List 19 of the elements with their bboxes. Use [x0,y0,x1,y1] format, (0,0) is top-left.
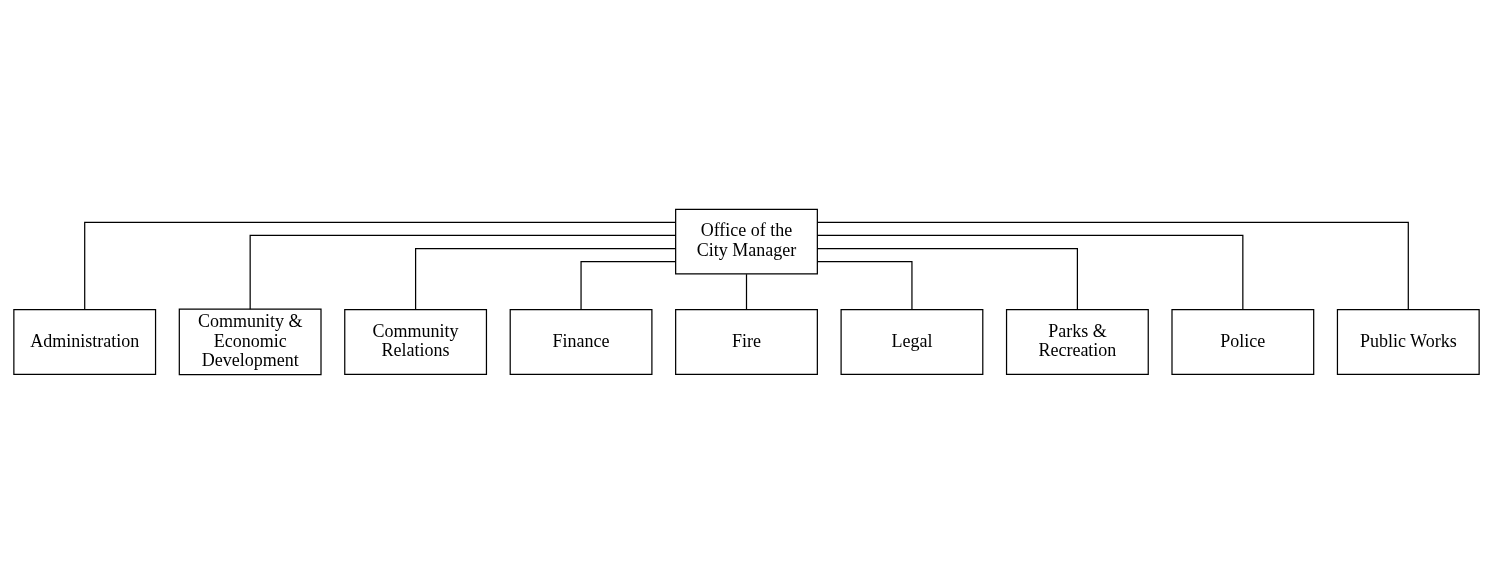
connector [817,221,1409,310]
node-box: Parks & Recreation [1005,308,1149,375]
connector [580,260,677,310]
connector [745,273,748,310]
connector [84,221,676,310]
node-box: Administration [13,308,157,375]
connector [816,247,1078,310]
node-box: Finance [509,308,653,375]
node-box: Community & Economic Development [178,308,322,375]
node-box: Legal [840,308,984,375]
connector [816,260,913,310]
connector [249,234,677,310]
node-box: Community Relations [344,308,488,375]
connector [816,234,1244,310]
node-box: Office of the City Manager [675,208,818,275]
connector [415,247,677,310]
node-box: Police [1171,308,1315,375]
node-box: Fire [675,308,818,375]
node-box: Public Works [1336,308,1480,375]
